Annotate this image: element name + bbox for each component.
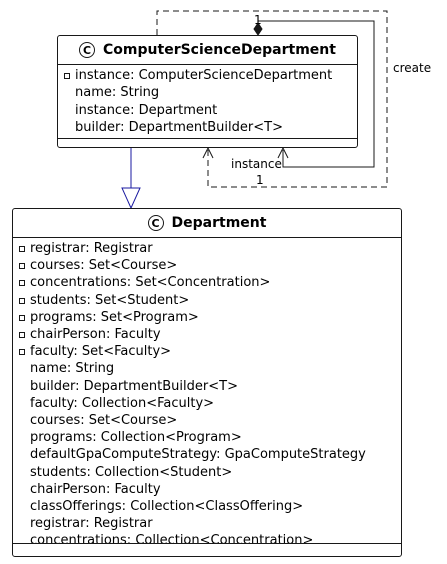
private-visibility-icon <box>19 314 25 321</box>
compartment-separator <box>58 64 357 65</box>
class-stereotype-icon: C <box>79 42 96 58</box>
private-visibility-icon <box>19 297 25 304</box>
composition-multiplicity: 1 <box>254 13 262 27</box>
attribute: students: Set<Student> <box>30 292 190 308</box>
compartment-separator <box>13 237 401 238</box>
private-visibility-icon <box>19 332 25 338</box>
attribute: classOfferings: Collection<ClassOffering… <box>30 499 304 514</box>
attribute: name: String <box>30 361 115 377</box>
attribute: defaultGpaComputeStrategy: GpaComputeStr… <box>30 447 366 463</box>
attribute: concentrations: Set<Concentration> <box>30 275 271 291</box>
instance-multiplicity: 1 <box>256 173 264 187</box>
attribute: chairPerson: Faculty <box>30 481 161 497</box>
attribute: name: String <box>75 85 160 101</box>
class-name: ComputerScienceDepartment <box>103 42 336 58</box>
attribute: courses: Set<Course> <box>30 258 178 274</box>
attribute: instance: Department <box>75 102 218 118</box>
private-visibility-icon <box>19 263 25 270</box>
private-visibility-icon <box>19 349 25 356</box>
class-header: C Department <box>13 209 401 237</box>
class-name: Department <box>171 215 267 231</box>
instance-label: instance <box>231 157 282 171</box>
attribute: faculty: Set<Faculty> <box>30 344 172 360</box>
class-department[interactable]: C Department registrar: Registrar courses… <box>12 208 402 557</box>
attribute: concentrations: Collection<Concentration… <box>30 533 314 549</box>
attribute: chairPerson: Faculty <box>30 327 161 342</box>
generalization-arrowhead <box>121 187 141 210</box>
attribute: faculty: Collection<Faculty> <box>30 395 215 411</box>
create-dependency-line <box>156 10 388 188</box>
private-visibility-icon <box>19 246 25 252</box>
create-label: create <box>393 61 432 75</box>
instance-arrowhead <box>277 146 289 159</box>
compartment-separator <box>58 138 357 139</box>
private-visibility-icon <box>64 73 70 79</box>
attribute: instance: ComputerScienceDepartment <box>75 68 333 83</box>
attribute: courses: Set<Course> <box>30 413 178 428</box>
attribute: registrar: Registrar <box>30 516 153 532</box>
attribute: builder: DepartmentBuilder<T> <box>30 378 238 394</box>
attribute: students: Collection<Student> <box>30 464 233 480</box>
attribute: programs: Set<Program> <box>30 309 199 325</box>
class-stereotype-icon: C <box>147 215 164 231</box>
class-computer-science-department[interactable]: C ComputerScienceDepartment instance: Co… <box>57 35 358 148</box>
attribute: programs: Collection<Program> <box>30 430 242 446</box>
private-visibility-icon <box>19 280 25 287</box>
create-arrowhead <box>202 146 214 159</box>
attribute: builder: DepartmentBuilder<T> <box>75 119 283 135</box>
class-header: C ComputerScienceDepartment <box>58 36 357 64</box>
composition-diamond <box>253 22 263 36</box>
attribute: registrar: Registrar <box>30 241 153 256</box>
compartment-separator <box>13 543 401 544</box>
